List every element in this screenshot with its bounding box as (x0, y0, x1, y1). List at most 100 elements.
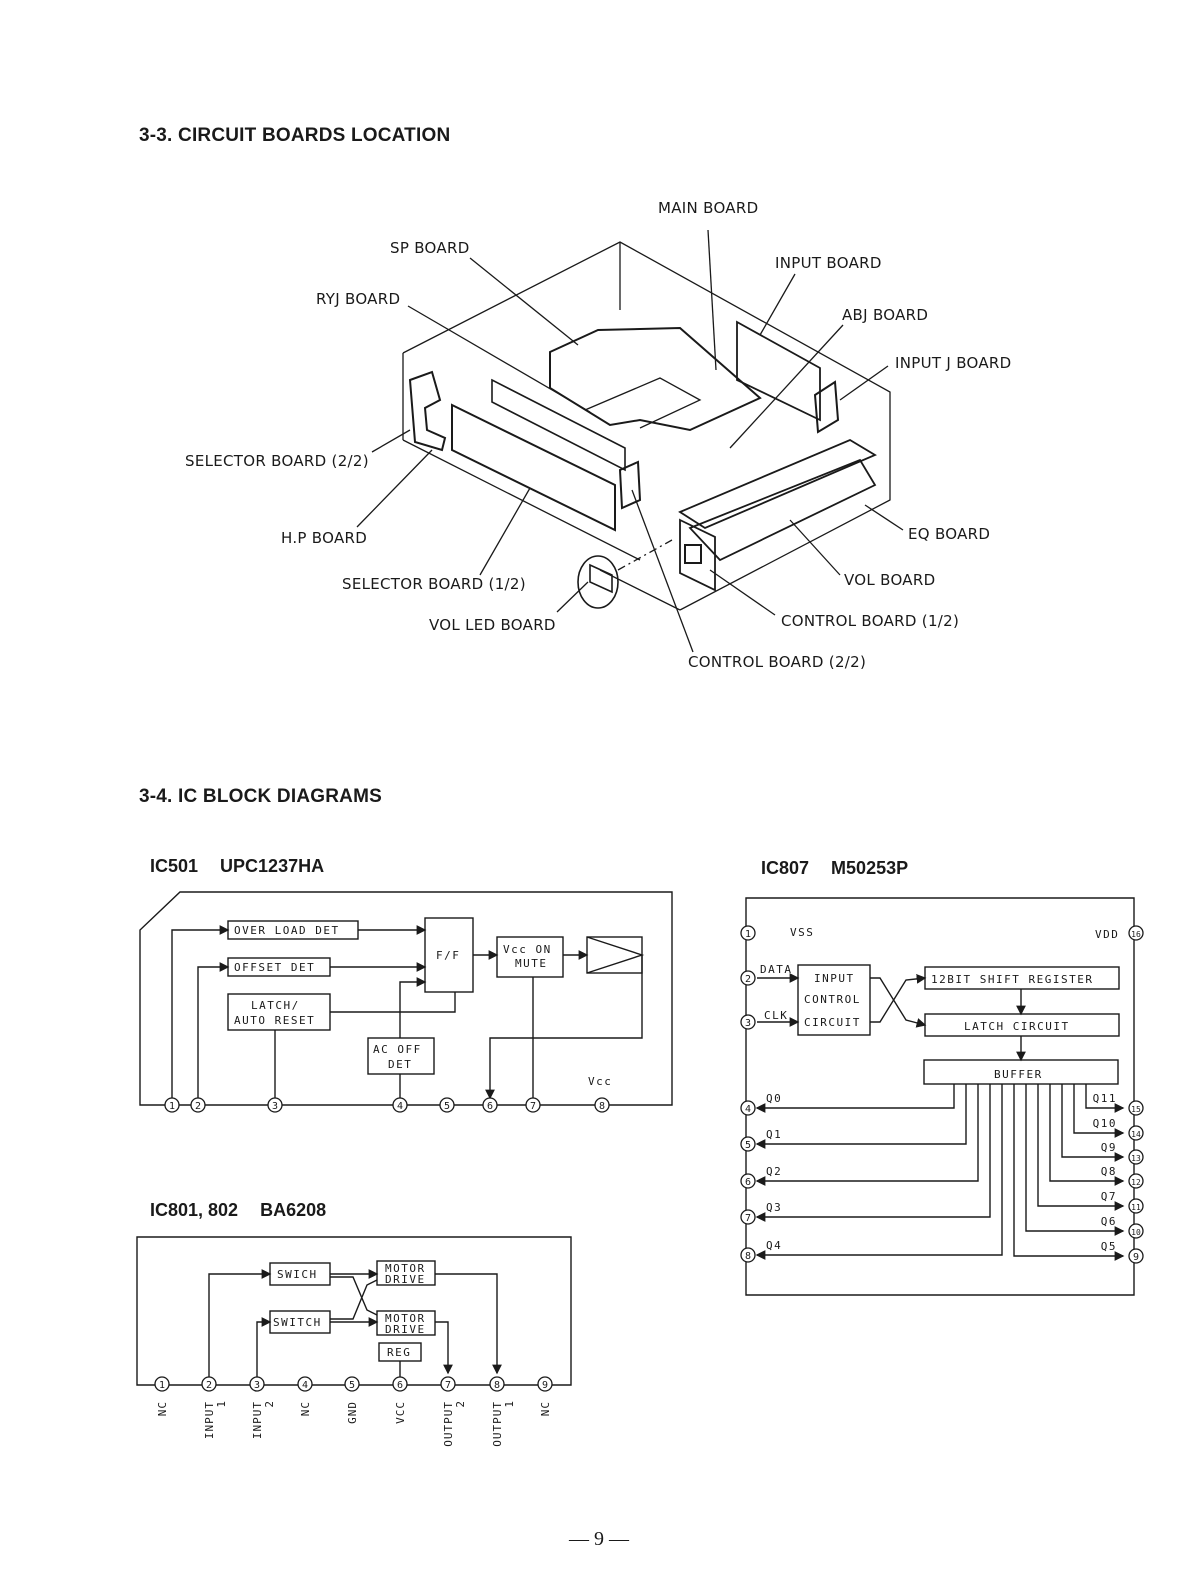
ic807-output-q1: Q1 (766, 1128, 782, 1141)
ic807-pin-8 (740, 1247, 756, 1263)
section-title-ic: 3-4. IC BLOCK DIAGRAMS (139, 786, 382, 807)
vol-board-shape (688, 458, 877, 562)
ic807-pin-1 (740, 925, 756, 941)
ic501-auto-reset: AUTO RESET (234, 1014, 315, 1027)
ic807-input: INPUT (814, 972, 855, 985)
ic807-title: IC807 M50253P (761, 858, 930, 879)
ic501-pin-6 (482, 1097, 498, 1113)
ic501-pin-5-label: 5 (444, 1101, 450, 1112)
ic807-pin-5-label: 5 (745, 1140, 751, 1151)
ic807-pin-6-label: 6 (745, 1177, 751, 1188)
ic801-pin-2-label: 2 (206, 1380, 212, 1391)
label-ryj-board: RYJ BOARD (316, 290, 401, 308)
ic807-pin-11 (1128, 1198, 1144, 1214)
label-control-board-1: CONTROL BOARD (1/2) (781, 612, 960, 630)
ic801-pin-2 (201, 1376, 217, 1392)
ic801-diagram: SWICH SWITCH MOTOR DRIVE MOTOR DRIVE REG… (136, 1236, 572, 1447)
ic801-drive-1: DRIVE (385, 1273, 426, 1286)
ic807-output-q0: Q0 (766, 1092, 782, 1105)
ic807-circuit: CIRCUIT (804, 1016, 861, 1029)
ic801-pin-6-label: 6 (397, 1380, 403, 1391)
ic801-part: BA6208 (260, 1200, 327, 1220)
label-vol-board: VOL BOARD (844, 571, 936, 589)
vol-led-board-shape (577, 555, 619, 609)
ic807-pin-14-label: 14 (1131, 1130, 1141, 1139)
label-vol-led-board: VOL LED BOARD (429, 616, 556, 634)
ic807-pin-2 (740, 970, 756, 986)
ic807-output-q7: Q7 (1101, 1190, 1117, 1203)
ic501-pin-8-label: 8 (599, 1101, 605, 1112)
label-input-board: INPUT BOARD (775, 254, 882, 272)
ic807-part: M50253P (831, 858, 909, 878)
main-board-shape (549, 326, 762, 432)
ic801-motor-1: MOTOR (385, 1262, 426, 1275)
ic801-switch: SWITCH (273, 1316, 322, 1329)
ic801-pin-4-label: 4 (302, 1380, 308, 1391)
ic501-pin-7-label: 7 (530, 1101, 536, 1112)
ic501-vcc-on: Vcc ON (503, 943, 552, 956)
ic807-diagram: VSS VDD DATA CLK INPUT CONTROL CIRCUIT 1… (740, 897, 1144, 1296)
ic501-pin-1 (164, 1097, 180, 1113)
control-board-2-shape (618, 460, 642, 510)
ic807-pin-8-label: 8 (745, 1251, 751, 1262)
section-title-boards: 3-3. CIRCUIT BOARDS LOCATION (139, 125, 451, 146)
ic801-pin-name-4: NC (299, 1401, 312, 1416)
ic807-pin-13-label: 13 (1131, 1154, 1141, 1163)
board-location-drawing (356, 229, 904, 653)
ic801-pin-sub-3: 2 (263, 1401, 276, 1408)
selector-board-1-shape (451, 403, 616, 532)
ic501-ff: F/F (436, 949, 460, 962)
ic807-pin-4 (740, 1100, 756, 1116)
input-board-shape (736, 320, 821, 422)
label-sp-board: SP BOARD (390, 239, 470, 257)
eq-board-shape (678, 438, 877, 530)
ic801-pin-sub-2: 1 (215, 1401, 228, 1408)
ic801-pin-8 (489, 1376, 505, 1392)
ic501-pin-3 (267, 1097, 283, 1113)
ic807-pin-13 (1128, 1149, 1144, 1165)
ic801-pin-name-3: INPUT (251, 1401, 264, 1439)
ic501-diagram: OVER LOAD DET OFFSET DET LATCH/ AUTO RES… (139, 891, 673, 1113)
ic501-part: UPC1237HA (220, 856, 325, 876)
label-abj-board: ABJ BOARD (842, 306, 929, 324)
ic807-pin-16-label: 16 (1131, 930, 1141, 939)
label-selector-board-1: SELECTOR BOARD (1/2) (342, 575, 526, 593)
ic801-pin-9-label: 9 (542, 1380, 548, 1391)
ic801-pin-9 (537, 1376, 553, 1392)
ic801-package (136, 1236, 572, 1386)
input-j-board-shape (813, 380, 840, 434)
ic501-offset-det: OFFSET DET (234, 961, 315, 974)
ic807-pin-9 (1128, 1248, 1144, 1264)
ic807-ref: IC807 (761, 858, 810, 878)
ic501-pin-2 (190, 1097, 206, 1113)
label-main-board: MAIN BOARD (658, 199, 759, 217)
ic501-latch: LATCH/ (251, 999, 300, 1012)
label-eq-board: EQ BOARD (908, 525, 991, 543)
ic801-pin-7-label: 7 (445, 1380, 451, 1391)
ic807-output-q9: Q9 (1101, 1141, 1117, 1154)
ic807-buffer: BUFFER (994, 1068, 1043, 1081)
ic801-pin-name-8: OUTPUT (491, 1401, 504, 1447)
ic801-pin-name-6: VCC (394, 1401, 407, 1424)
ic807-output-q5: Q5 (1101, 1240, 1117, 1253)
ic801-drive-2: DRIVE (385, 1323, 426, 1336)
ic807-pin-14 (1128, 1125, 1144, 1141)
ic501-det: DET (388, 1058, 412, 1071)
ic807-data: DATA (760, 963, 793, 976)
ic807-output-q3: Q3 (766, 1201, 782, 1214)
label-hp-board: H.P BOARD (281, 529, 368, 547)
ic807-output-q6: Q6 (1101, 1215, 1117, 1228)
ic801-pin-name-5: GND (346, 1401, 359, 1424)
ic501-pin-4 (392, 1097, 408, 1113)
ic801-pin-4 (297, 1376, 313, 1392)
label-selector-board-2: SELECTOR BOARD (2/2) (185, 452, 369, 470)
ic801-reg: REG (387, 1346, 411, 1359)
ic807-pin-5 (740, 1136, 756, 1152)
chassis-outline (402, 241, 891, 611)
ic807-latch-circuit: LATCH CIRCUIT (964, 1020, 1070, 1033)
ic807-pin-3 (740, 1014, 756, 1030)
ic801-pin-6 (392, 1376, 408, 1392)
ic801-pin-3-label: 3 (254, 1380, 260, 1391)
